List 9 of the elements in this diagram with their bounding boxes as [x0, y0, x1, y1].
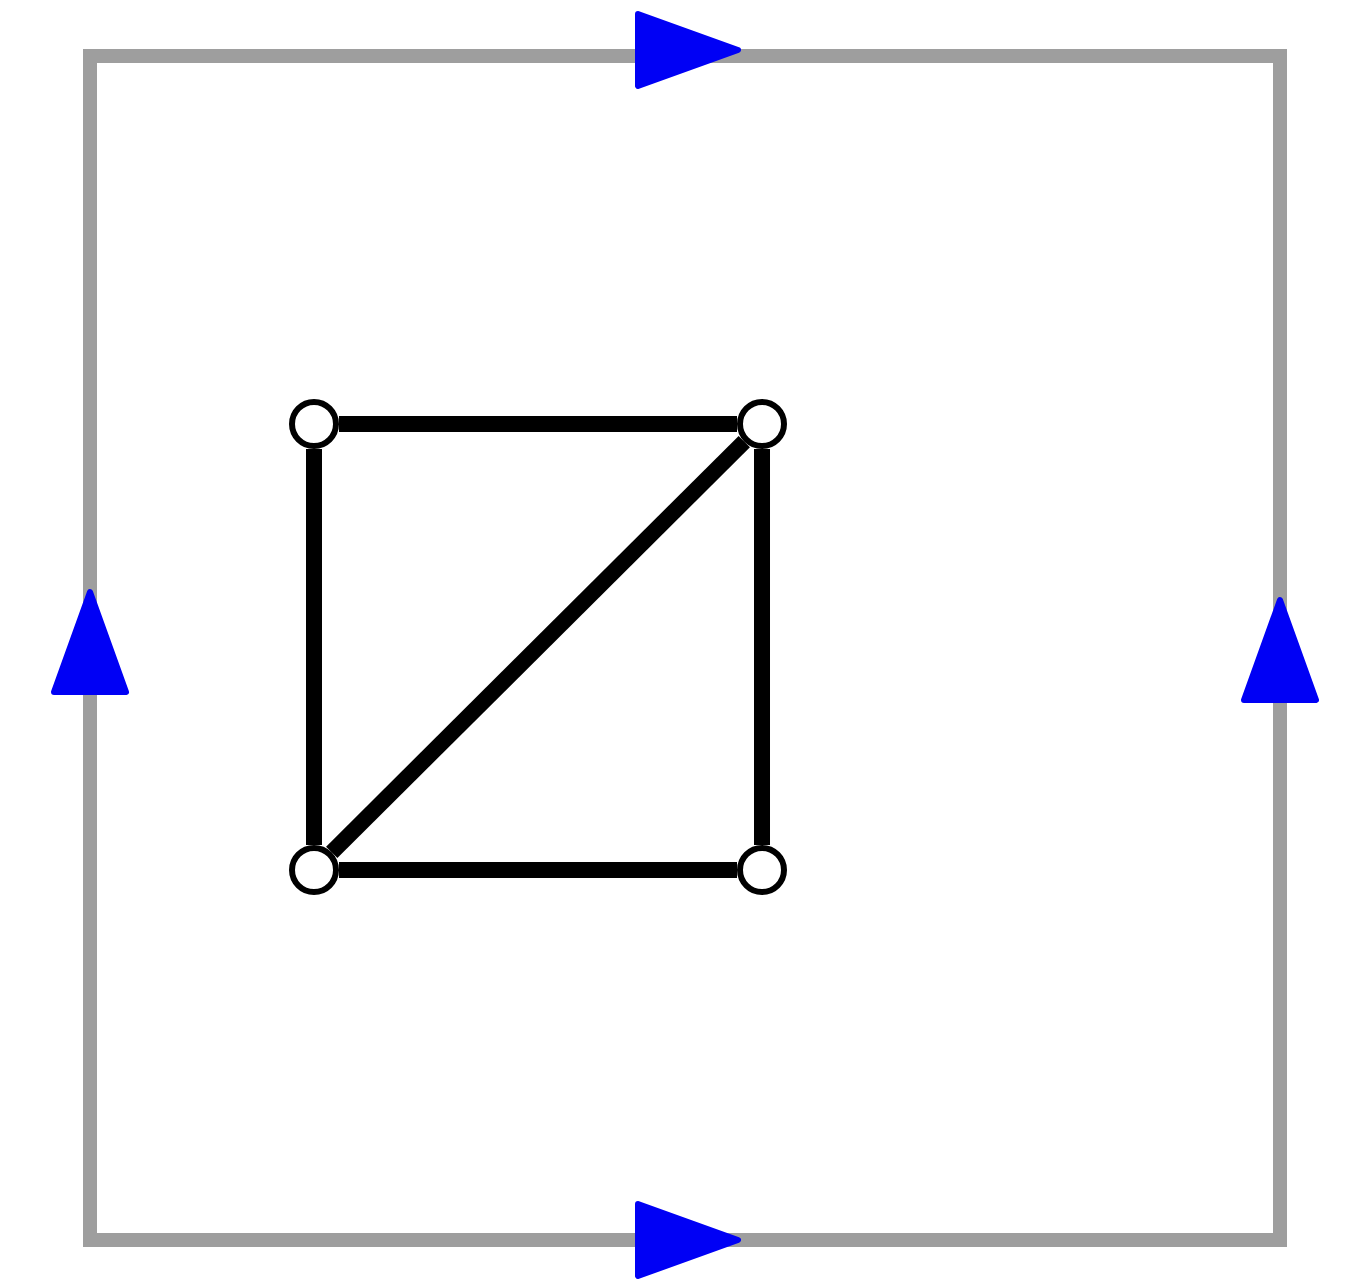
graph-edge: [339, 861, 737, 878]
graph-edge: [754, 448, 770, 845]
graph-edge: [339, 415, 737, 432]
graph-edge: [326, 435, 750, 858]
vertex-circle: [289, 844, 339, 895]
vertex-circle: [289, 398, 339, 449]
vertex-circle: [737, 844, 787, 895]
graph-edge: [306, 448, 322, 845]
vertex-circle: [737, 398, 787, 449]
